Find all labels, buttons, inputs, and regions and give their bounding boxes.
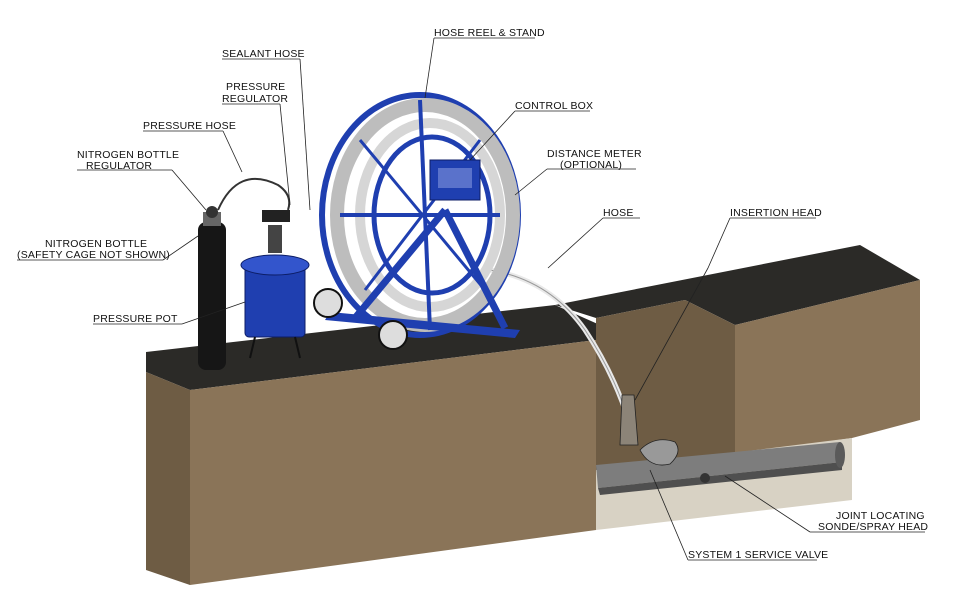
nitrogen-bottle <box>198 206 226 370</box>
label-nitrogen-regulator-line1: NITROGEN BOTTLE <box>77 149 179 161</box>
soil-front-right <box>735 280 920 455</box>
control-box <box>429 159 481 201</box>
label-pressure-regulator-line1: PRESSURE <box>226 81 285 93</box>
label-distance-meter-line1: DISTANCE METER <box>547 148 642 160</box>
label-joint-sonde-line1: JOINT LOCATING <box>836 510 925 522</box>
label-pressure-regulator-line2: REGULATOR <box>222 93 288 105</box>
callout-labels: HOSE REEL & STAND SEALANT HOSE PRESSURE … <box>17 27 928 561</box>
ground-left <box>146 305 600 585</box>
pressure-hose-line <box>217 177 291 211</box>
label-nitrogen-bottle-line2: (SAFETY CAGE NOT SHOWN) <box>17 249 170 261</box>
pressure-pot <box>240 210 310 359</box>
asphalt-top-right <box>555 245 920 325</box>
asphalt-top-left <box>146 305 600 390</box>
leader-lines <box>17 37 925 561</box>
label-distance-meter-line2: (OPTIONAL) <box>560 159 622 171</box>
insertion-head-body <box>619 394 639 446</box>
soil-side-left <box>190 340 596 585</box>
buried-pipe <box>596 439 845 495</box>
label-service-valve: SYSTEM 1 SERVICE VALVE <box>688 549 828 561</box>
label-hose: HOSE <box>603 207 634 219</box>
hose-reel <box>319 92 521 338</box>
reel-stand <box>313 207 520 350</box>
label-nitrogen-bottle-line1: NITROGEN BOTTLE <box>45 238 147 250</box>
soil-front-left <box>146 372 190 585</box>
label-pressure-hose: PRESSURE HOSE <box>143 120 236 132</box>
label-nitrogen-regulator-line2: REGULATOR <box>86 160 152 172</box>
ground-right <box>555 245 920 530</box>
label-pressure-pot: PRESSURE POT <box>93 313 178 325</box>
label-insertion-head: INSERTION HEAD <box>730 207 822 219</box>
label-joint-sonde-line2: SONDE/SPRAY HEAD <box>818 521 928 533</box>
label-control-box: CONTROL BOX <box>515 100 593 112</box>
label-sealant-hose: SEALANT HOSE <box>222 48 305 60</box>
label-hose-reel-stand: HOSE REEL & STAND <box>434 27 545 39</box>
